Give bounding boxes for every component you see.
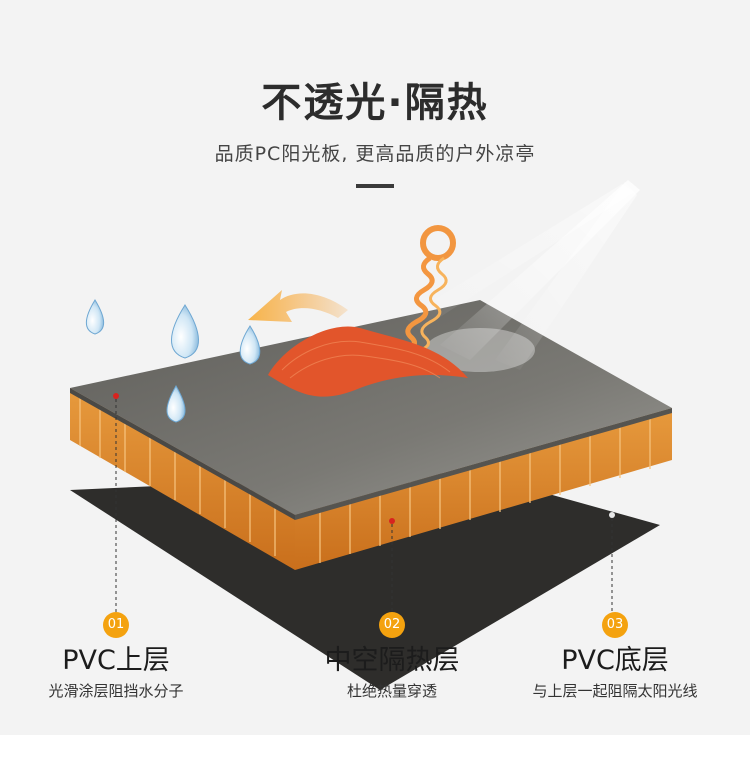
peeled-layer-icon [268, 326, 468, 397]
feature-bottom-layer: 03 PVC底层 与上层一起阻隔太阳光线 [490, 612, 740, 701]
feature-description: 光滑涂层阻挡水分子 [48, 682, 184, 700]
feature-number-badge: 02 [379, 612, 405, 638]
feature-description: 与上层一起阻隔太阳光线 [532, 682, 698, 700]
title-divider [356, 184, 394, 188]
bottom-strip [0, 735, 750, 768]
feature-top-layer: 01 PVC上层 光滑涂层阻挡水分子 [0, 612, 241, 701]
page-title: 不透光·隔热 [261, 80, 489, 126]
feature-number-badge: 01 [103, 612, 129, 638]
heat-source-icon [420, 225, 456, 261]
honeycomb-core-right [295, 408, 672, 570]
bottom-pvc-sheet [70, 472, 660, 690]
feature-core-layer: 02 中空隔热层 杜绝热量穿透 [267, 612, 517, 701]
sun-rays [405, 180, 640, 372]
water-drops [85, 299, 261, 423]
page-subtitle: 品质PC阳光板, 更高品质的户外凉亭 [214, 143, 536, 165]
heat-wave-icon [401, 255, 435, 355]
feature-title: 中空隔热层 [324, 645, 460, 676]
feature-description: 杜绝热量穿透 [346, 682, 437, 700]
honeycomb-core-front [70, 388, 295, 570]
feature-number-badge: 03 [602, 612, 628, 638]
callout-lines [113, 393, 615, 612]
feature-title: PVC上层 [62, 645, 170, 676]
reflect-arrow-icon [248, 290, 348, 322]
feature-title: PVC底层 [561, 645, 669, 676]
